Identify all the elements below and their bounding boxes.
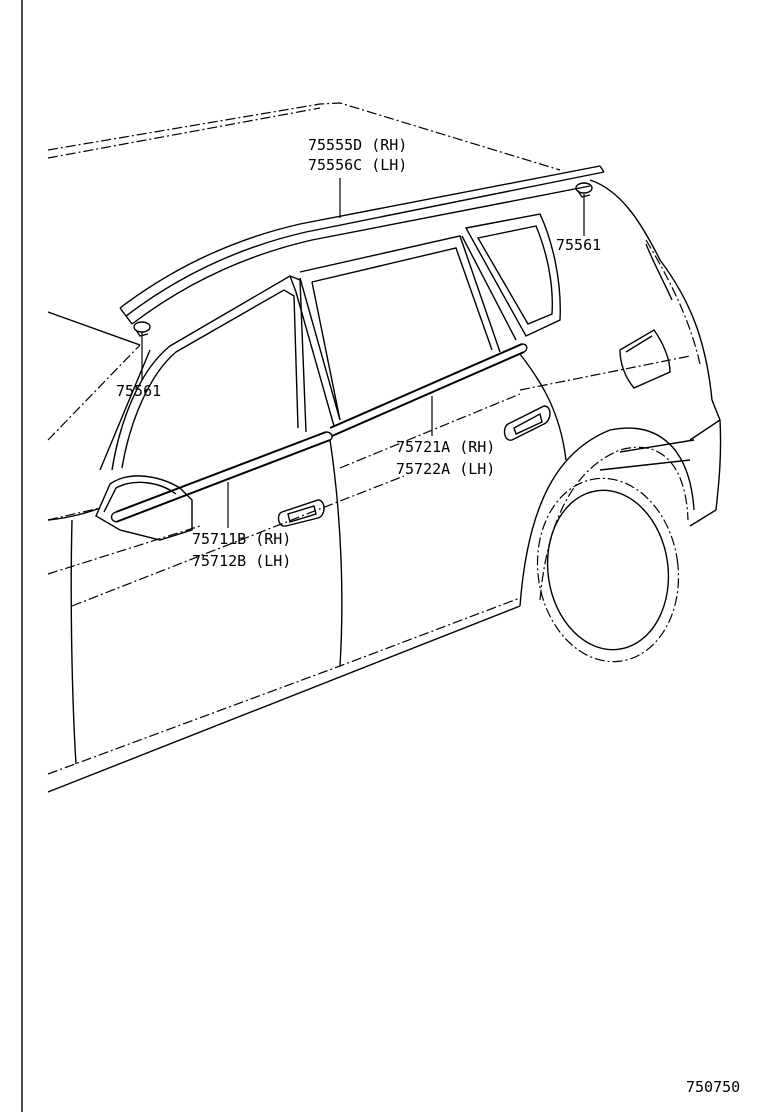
body-side (47, 353, 691, 793)
front-door-handle (277, 499, 325, 527)
callout-roof-lh: 75556C (LH) (308, 156, 407, 174)
rear-wheel (519, 427, 695, 663)
rear-body (589, 179, 722, 527)
callout-clip-rear: 75561 (556, 236, 601, 254)
rear-door-handle (503, 405, 551, 441)
side-mirror (95, 475, 193, 541)
clip-rear (575, 182, 593, 198)
rear-belt-molding (329, 343, 528, 437)
roof-molding (119, 165, 605, 325)
figure-number: 750750 (686, 1078, 740, 1096)
callout-clip-front: 75561 (116, 382, 161, 400)
callout-front-belt-lh: 75712B (LH) (192, 552, 291, 570)
rear-window (299, 235, 517, 421)
front-belt-molding (110, 431, 333, 523)
callout-front-belt-rh: 75711B (RH) (192, 530, 291, 548)
quarter-window (464, 213, 561, 337)
roof-outline (47, 102, 561, 171)
front-window (111, 275, 341, 471)
fuel-lid (619, 329, 671, 389)
callout-rear-belt-lh: 75722A (LH) (396, 460, 495, 478)
leader-lines (141, 178, 585, 528)
callout-roof-rh: 75555D (RH) (308, 136, 407, 154)
callout-rear-belt-rh: 75721A (RH) (396, 438, 495, 456)
